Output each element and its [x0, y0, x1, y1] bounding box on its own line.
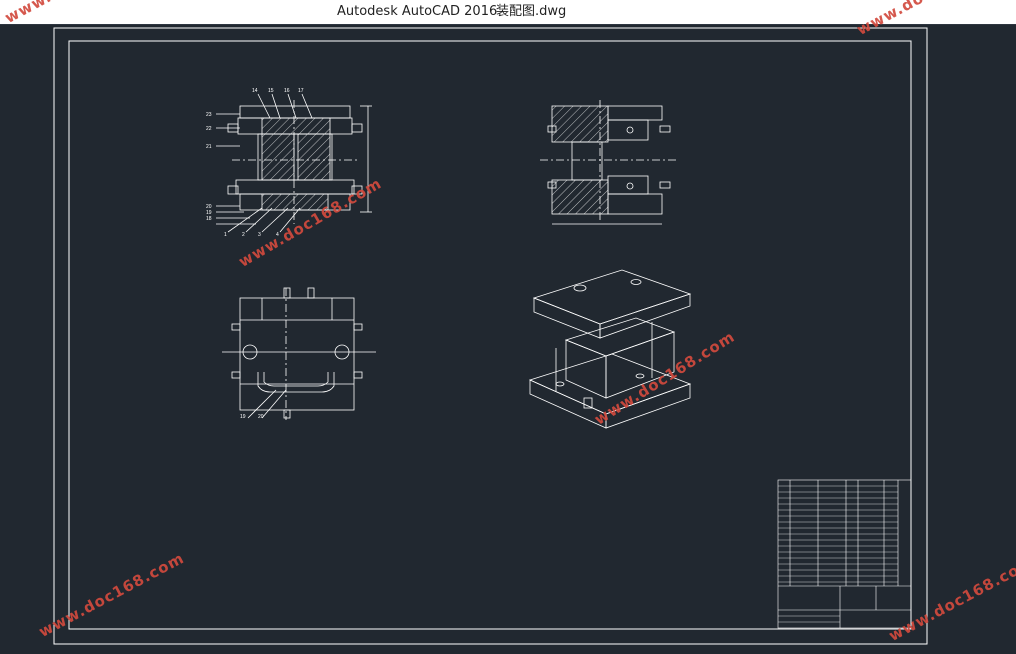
file-name: 装配图.dwg: [496, 4, 567, 19]
svg-text:17: 17: [298, 88, 304, 94]
svg-text:4: 4: [276, 232, 279, 238]
app-title: Autodesk AutoCAD 2016: [337, 4, 498, 19]
svg-text:2: 2: [242, 232, 245, 238]
svg-text:23: 23: [206, 112, 212, 118]
svg-text:15: 15: [268, 88, 274, 94]
svg-text:20: 20: [258, 414, 264, 420]
sheet-outer-border: [53, 27, 928, 645]
section-view-labels: 14 15 16 17 23 22 21 20 19 18 1 2 3 4: [206, 88, 304, 238]
svg-text:20: 20: [206, 204, 212, 210]
svg-text:21: 21: [206, 144, 212, 150]
plan-view: [222, 287, 376, 420]
drawing-svg: 14 15 16 17 23 22 21 20 19 18 1 2 3 4: [0, 23, 1016, 645]
sheet-inner-border: [68, 40, 912, 630]
svg-text:22: 22: [206, 126, 212, 132]
title-block: [777, 479, 912, 629]
parts-list-rows: [778, 485, 898, 623]
svg-text:14: 14: [252, 88, 258, 94]
svg-text:18: 18: [206, 216, 212, 222]
title-bar: Autodesk AutoCAD 2016 装配图.dwg: [0, 0, 1016, 24]
svg-text:3: 3: [258, 232, 261, 238]
side-view: [540, 100, 676, 225]
section-view: [216, 93, 372, 233]
svg-text:19: 19: [240, 414, 246, 420]
plan-view-labels: 19 20: [240, 414, 264, 420]
svg-text:19: 19: [206, 210, 212, 216]
isometric-view: [528, 269, 692, 429]
svg-text:16: 16: [284, 88, 290, 94]
svg-text:1: 1: [224, 232, 227, 238]
